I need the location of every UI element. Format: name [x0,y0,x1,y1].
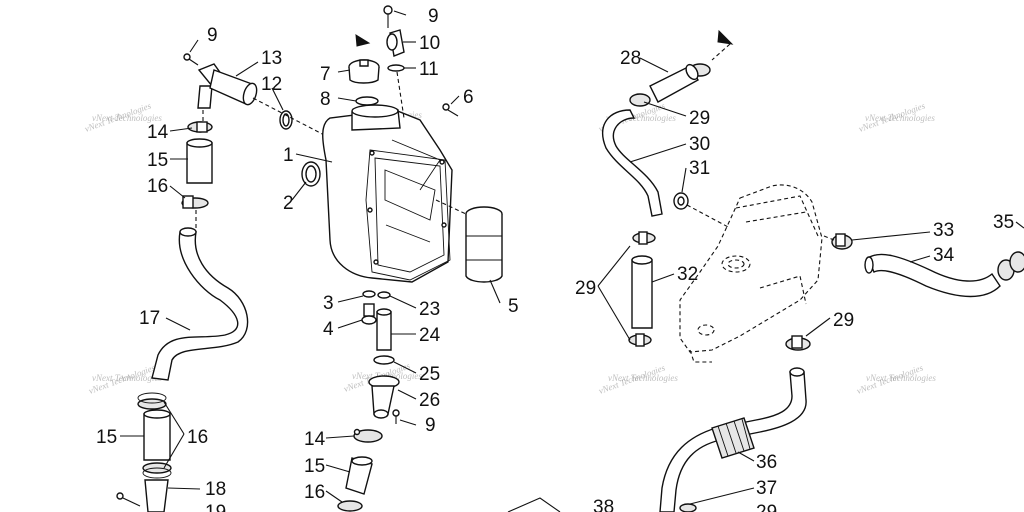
hose-clamp [353,428,383,443]
callout-32: 32 [677,264,698,285]
callout-30: 30 [689,134,710,155]
watermark: vNext Technologies [92,113,162,123]
callouts: 9 10 11 7 8 6 9 13 12 14 15 16 1 2 17 15… [96,6,1014,512]
callout-16: 16 [304,482,325,503]
o-ring [387,64,405,72]
callout-14: 14 [147,122,169,143]
fitting [144,479,169,512]
direction-arrow [717,29,734,45]
grommet [673,192,689,210]
screw-icon [383,5,393,28]
strainer-filter [465,206,503,283]
callout-15: 15 [304,456,325,477]
outlet-fitting [368,375,400,419]
callout-28: 28 [620,48,641,69]
watermark: vNext Technologies [92,373,162,383]
callout-16: 16 [147,176,168,197]
callout-34: 34 [933,245,955,266]
short-hose [186,142,213,184]
callout-6: 6 [463,87,474,108]
screw-icon [442,103,459,117]
callout-26: 26 [419,390,440,411]
callout-15: 15 [96,427,117,448]
o-ring [362,290,376,298]
callout-29: 29 [575,278,596,299]
drain-plug [361,303,377,325]
callout-16: 16 [187,427,208,448]
curved-hose [151,231,249,381]
callout-29: 29 [689,108,710,129]
callout-37: 37 [756,478,777,499]
callout-9: 9 [425,415,436,436]
callout-29: 29 [756,502,777,512]
screw-icon [392,409,400,424]
short-hose [143,413,171,461]
callout-31: 31 [689,158,710,179]
screw-icon [183,53,199,66]
short-hose [649,63,699,103]
callout-24: 24 [419,325,441,346]
leader-lines [120,10,1024,505]
callout-11: 11 [419,59,439,80]
fitting-stem [197,85,213,109]
callout-8: 8 [320,89,331,110]
callout-19: 19 [205,502,226,512]
hose-clamp [785,335,811,351]
hose-with-bellows [659,371,807,512]
callout-17: 17 [139,308,160,329]
curved-hose [601,109,663,217]
reservoir-cap [348,34,380,84]
hose-clamp [628,333,652,347]
callout-9: 9 [428,6,439,27]
o-ring [377,291,391,299]
hose-clamp [142,462,172,479]
left-hose-assembly [116,53,331,512]
callout-36: 36 [756,452,777,473]
callout-29: 29 [833,310,854,331]
callout-18: 18 [205,479,226,500]
hose-clamp [187,121,213,133]
reservoir-tank [322,104,453,283]
short-hose [345,456,373,495]
callout-33: 33 [933,220,954,241]
callout-1: 1 [283,145,294,166]
bellows [711,417,755,459]
hose-clamp [181,195,209,209]
callout-23: 23 [419,299,440,320]
watermark: vNext Technologies [865,113,935,123]
callout-25: 25 [419,364,440,385]
callout-35: 35 [993,212,1014,233]
callout-5: 5 [508,296,519,317]
hose-clamp [632,231,656,245]
curved-hose [867,253,1001,298]
watermark: vNext Technologies [608,373,678,383]
hose-clamp [997,251,1024,281]
oil-tank-outline [679,184,823,363]
callout-3: 3 [323,293,334,314]
callout-12: 12 [261,74,282,95]
straight-hose [631,255,653,329]
callout-10: 10 [419,33,440,54]
standpipe-tube [376,308,392,351]
hose-clamp [831,233,853,250]
gasket [301,161,321,187]
callout-13: 13 [261,48,282,69]
callout-9: 9 [207,25,218,46]
hose-clamp [137,392,167,410]
callout-4: 4 [323,319,334,340]
callout-14: 14 [304,429,326,450]
callout-38: 38 [593,497,614,512]
watermark: vNext Technologies [866,373,936,383]
o-ring [355,96,379,106]
o-ring [373,355,395,365]
hose-clamp [337,500,363,512]
part-outline [507,497,561,512]
callout-2: 2 [283,193,294,214]
hose-clamp [679,503,697,512]
elbow-fitting [386,29,405,57]
callout-7: 7 [320,64,331,85]
callout-15: 15 [147,150,168,171]
watermark: vNext Technologies [606,113,676,123]
